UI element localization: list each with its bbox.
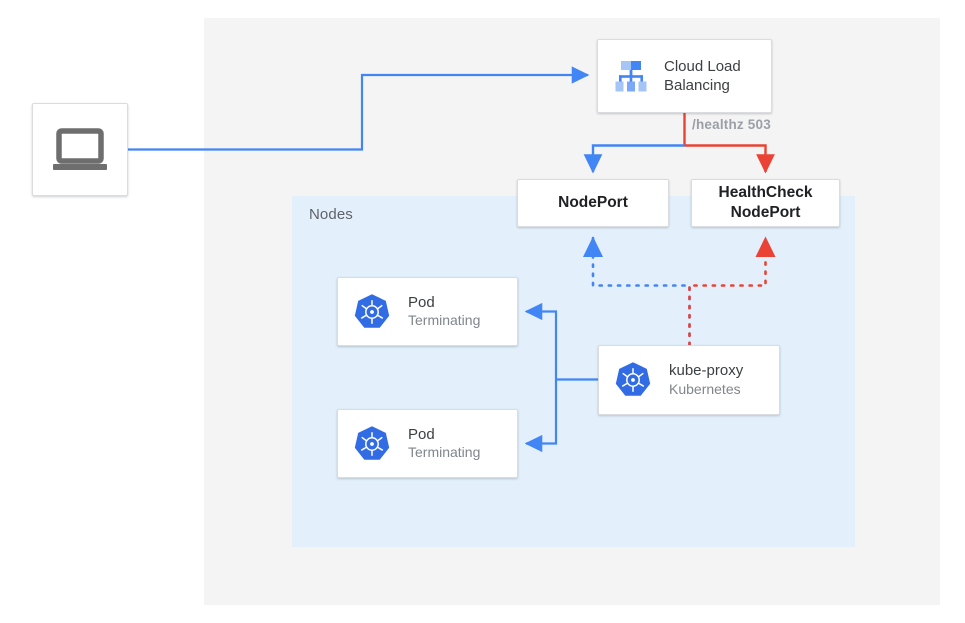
cloud-load-balancing-icon [610,55,652,97]
kube-proxy-title: kube-proxy [669,362,744,380]
kubernetes-icon [352,292,392,332]
pod-1-subtitle: Terminating [408,312,481,329]
cloud-load-balancing-title-line2: Balancing [664,77,730,94]
nodeport-node[interactable]: NodePort [517,179,669,227]
pod-1-title: Pod [408,293,435,311]
cloud-load-balancing-title: Cloud Load [664,57,741,75]
nodes-panel-label: Nodes [309,206,353,223]
kube-proxy-texts: kube-proxy Kubernetes [669,361,743,398]
healthcheck-nodeport-texts: HealthCheck NodePort [719,183,813,223]
kubernetes-icon [352,424,392,464]
healthcheck-nodeport-title-line2: NodePort [730,204,801,221]
kube-proxy-node[interactable]: kube-proxy Kubernetes [598,345,780,415]
kube-proxy-subtitle: Kubernetes [669,380,741,397]
pod-2-subtitle: Terminating [408,444,481,461]
pod-1-texts: Pod Terminating [408,293,480,330]
kubernetes-icon [613,360,653,400]
client-node[interactable] [32,103,128,196]
cloud-load-balancing-texts: Cloud Load Balancing [664,57,741,95]
healthcheck-nodeport-node[interactable]: HealthCheck NodePort [691,179,840,227]
pod-2-texts: Pod Terminating [408,425,480,462]
healthz-edge-label: /healthz 503 [692,117,771,132]
pod-node-2[interactable]: Pod Terminating [337,409,518,478]
pod-2-title: Pod [408,425,435,443]
laptop-icon [50,126,110,174]
nodeport-title: NodePort [558,194,628,211]
healthcheck-nodeport-title: HealthCheck [718,184,813,202]
pod-node-1[interactable]: Pod Terminating [337,277,518,346]
cloud-load-balancing-node[interactable]: Cloud Load Balancing [597,39,772,113]
